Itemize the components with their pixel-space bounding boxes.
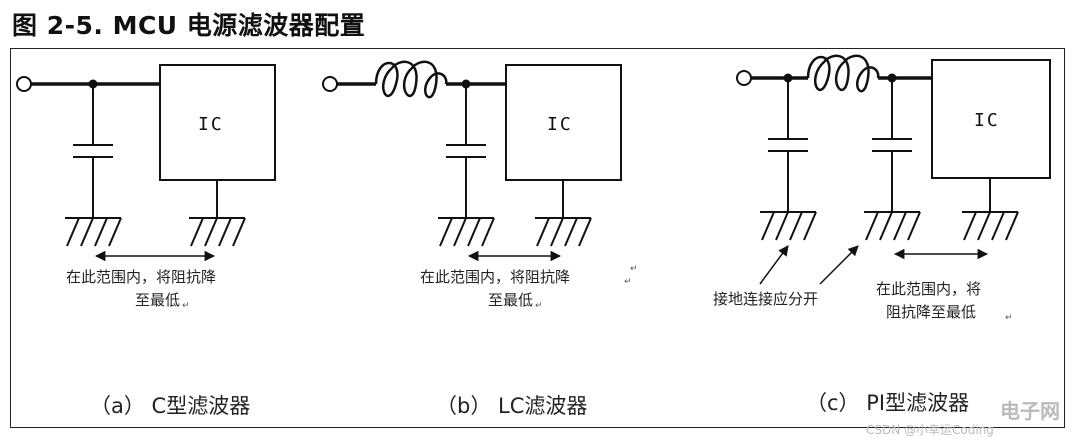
return-mark: ↵ — [630, 264, 638, 274]
watermark-brand: 电子网 — [1000, 399, 1060, 423]
impedance-note: 在此范围内，将阻抗降 — [66, 268, 216, 286]
ground-separation-note: 接地连接应分开 — [713, 290, 818, 308]
watermark-text: CSDN @小幸运Coding — [866, 423, 994, 437]
ground-pointer-arrow — [819, 245, 859, 285]
ground-symbol — [962, 178, 1019, 241]
panel-caption: （a） C型滤波器 — [90, 394, 250, 418]
capacitor — [73, 84, 113, 218]
ic-block — [505, 64, 622, 181]
ground-symbol — [65, 217, 122, 247]
impedance-note: 至最低 — [135, 291, 180, 309]
impedance-note: 在此范围内，将阻抗降 — [420, 268, 570, 286]
ground-symbol — [864, 211, 921, 241]
ic-label: IC — [547, 114, 573, 135]
ground-symbol — [438, 217, 495, 247]
panel-c-filter — [16, 64, 276, 262]
return-mark: ↵ — [1005, 313, 1013, 323]
input-terminal — [322, 76, 338, 92]
capacitor — [768, 78, 808, 212]
panel-lc-filter — [322, 60, 622, 262]
figure-title: 图 2-5. MCU 电源滤波器配置 — [12, 11, 366, 40]
capacitor — [446, 84, 486, 218]
inductor-coil — [806, 54, 880, 93]
inductor-coil — [374, 60, 448, 99]
ic-label: IC — [974, 110, 1000, 131]
ground-symbol — [760, 211, 817, 241]
impedance-note: 阻抗降至最低 — [886, 303, 976, 321]
impedance-note: 在此范围内，将 — [876, 280, 981, 298]
input-terminal — [16, 76, 32, 92]
ground-pointer-arrow — [759, 245, 789, 285]
return-mark: ↵ — [624, 277, 632, 287]
panel-caption: （c） PI型滤波器 — [806, 391, 969, 415]
return-mark: ↵ — [535, 301, 543, 311]
figure-frame — [10, 48, 1065, 428]
ic-block — [159, 64, 276, 181]
ic-block — [931, 59, 1051, 179]
ic-label: IC — [198, 114, 224, 135]
capacitor — [872, 78, 912, 212]
input-terminal — [736, 70, 752, 86]
panel-pi-filter — [736, 54, 1051, 285]
impedance-note: 至最低 — [488, 291, 533, 309]
panel-caption: （b） LC滤波器 — [436, 394, 587, 418]
return-mark: ↵ — [182, 301, 190, 311]
ground-symbol — [535, 180, 592, 247]
ground-symbol — [189, 180, 246, 247]
